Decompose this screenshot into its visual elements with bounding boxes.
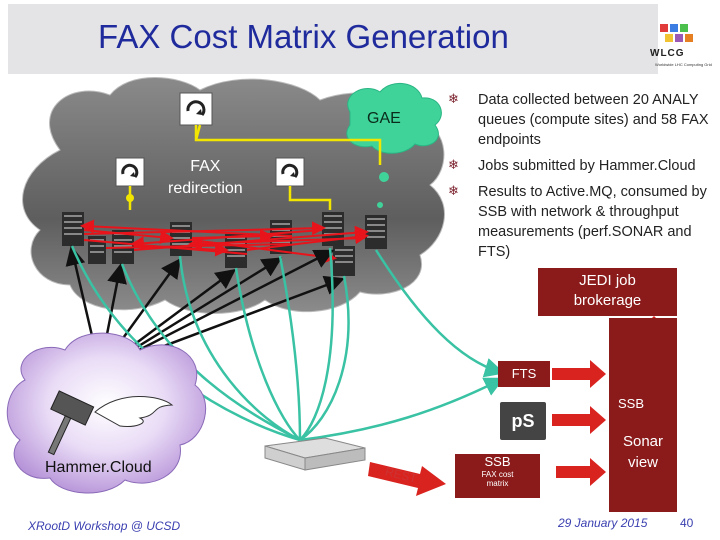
jedi-brokerage-box: JEDI job brokerage [538,268,677,316]
fts-box: FTS [498,361,550,387]
gae-dot [379,172,389,182]
bullet-item: ❄ Results to Active.MQ, consumed by SSB … [448,182,720,262]
bullet-item: ❄ Jobs submitted by Hammer.Cloud [448,156,720,176]
wlcg-logo [660,24,693,42]
logo-subtext: Worldwide LHC Computing Grid [655,62,712,67]
ssb-top-label: SSB [618,396,645,411]
ssb-arrow [556,458,606,486]
bullet-text: Data collected between 20 ANALY queues (… [478,92,709,148]
sonar-view-tower [609,318,677,512]
rest-arrow [368,462,446,496]
bullet-list: ❄ Data collected between 20 ANALY queues… [448,90,720,268]
fax-redirection-line2: redirection [168,180,243,197]
perfsonar-logo: pS [500,402,546,440]
gae-label: GAE [367,110,401,127]
sonar-line1: Sonar [622,433,664,450]
bullet-item: ❄ Data collected between 20 ANALY queues… [448,90,720,150]
jedi-line1: JEDI job [579,272,636,289]
ssb-box-line1: SSB [484,454,511,469]
bullet-text: Jobs submitted by Hammer.Cloud [478,158,696,174]
footer-event: XRootD Workshop @ UCSD [28,519,181,533]
ssb-box-line3: matrix [486,479,509,488]
footer-date: 29 January 2015 [558,516,648,530]
connector-dot [126,194,134,202]
red-mesh-links [80,219,369,264]
collector-server [264,437,366,471]
page-number: 40 [680,516,694,530]
gae-dot [377,202,383,208]
ps-arrow [552,406,606,434]
sonar-line2: view [627,454,658,471]
sonar-view-label: Sonar view [614,431,672,473]
fax-redirection-line1: FAX [190,158,221,175]
bullet-text: Results to Active.MQ, consumed by SSB wi… [478,184,707,260]
jedi-line2: brokerage [573,292,642,309]
ssb-box-line2: FAX cost [481,470,514,479]
fts-arrow [552,360,606,388]
refresh-icon [179,92,213,126]
ssb-cost-matrix-box: SSB FAX cost matrix [455,454,540,498]
fax-redirection-links [128,124,382,210]
snowflake-bullet-icon: ❄ [448,158,459,173]
logo-text: WLCG [650,48,685,59]
snowflake-bullet-icon: ❄ [448,184,459,199]
slide-title: FAX Cost Matrix Generation [98,18,509,55]
fax-redirection-label: FAX redirection [168,156,243,200]
hammercloud-cloud [6,332,207,494]
title-bar [8,4,658,74]
refresh-icon [275,157,305,187]
gae-cloud [346,83,442,154]
snowflake-bullet-icon: ❄ [448,92,459,107]
hammercloud-label: Hammer.Cloud [45,459,152,476]
refresh-icon [115,157,145,187]
